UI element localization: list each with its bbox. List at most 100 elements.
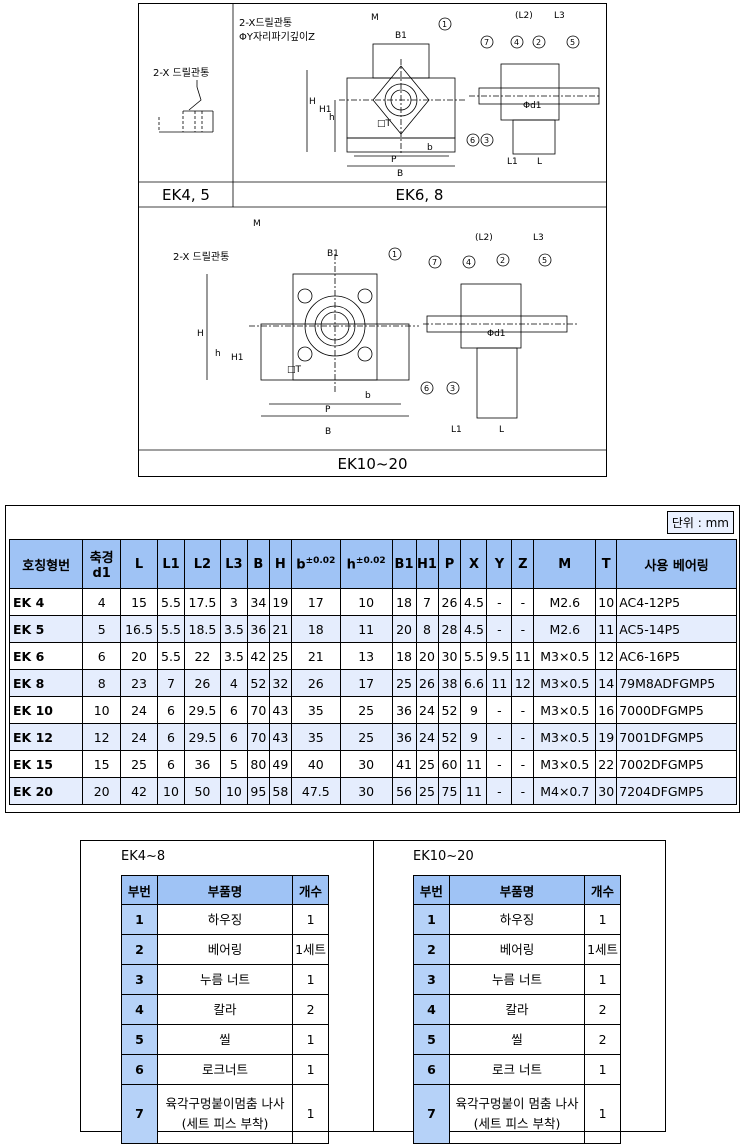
- part-name: 칼라: [448, 994, 586, 1025]
- spec-cell: 30: [339, 750, 393, 778]
- spec-cell: 11: [460, 750, 488, 778]
- parts-header-cell: 부번: [121, 875, 158, 905]
- spec-cell: 36: [391, 696, 417, 724]
- svg-text:b: b: [427, 143, 433, 153]
- svg-text:h: h: [215, 349, 221, 359]
- part-name: 베어링: [448, 934, 586, 965]
- spec-cell: 30: [595, 777, 618, 805]
- svg-text:B1: B1: [395, 31, 407, 41]
- spec-cell: 8: [415, 615, 439, 643]
- svg-text:2-X드릴관통: 2-X드릴관통: [239, 16, 292, 29]
- part-name: 누름 너트: [448, 964, 586, 995]
- spec-cell: 7: [415, 588, 439, 616]
- spec-cell: -: [486, 615, 513, 643]
- spec-cell: 6: [157, 723, 185, 751]
- spec-cell: 25: [120, 750, 158, 778]
- ek68-front-view: 2-X드릴관통 ΦY자리파기깊이Z M B1 □T H H1 h P b B 1: [239, 13, 465, 179]
- svg-text:5: 5: [570, 38, 575, 47]
- svg-text:(L2): (L2): [515, 11, 533, 21]
- spec-cell: 36: [183, 750, 221, 778]
- parts-left-title: EK4~8: [121, 849, 166, 864]
- spec-cell: -: [486, 750, 513, 778]
- spec-cell: 56: [391, 777, 417, 805]
- spec-cell: 20: [82, 777, 122, 805]
- ek45-note: 2-X 드릴관통: [153, 66, 209, 79]
- spec-cell: M3×0.5: [533, 723, 597, 751]
- spec-cell: 18: [391, 588, 417, 616]
- svg-text:L1: L1: [507, 157, 518, 167]
- spec-cell: 41: [391, 750, 417, 778]
- bearing-cell: AC4-12P5: [616, 588, 737, 616]
- spec-cell: 11: [460, 777, 488, 805]
- spec-cell: 36: [391, 723, 417, 751]
- spec-cell: 16: [595, 696, 618, 724]
- spec-cell: 9: [460, 723, 488, 751]
- spec-header-cell: Z: [511, 539, 535, 589]
- spec-header-cell: H1: [415, 539, 439, 589]
- spec-cell: 25: [415, 750, 439, 778]
- spec-cell: 11: [595, 615, 618, 643]
- part-name: 누름 너트: [156, 964, 294, 995]
- spec-cell: M2.6: [533, 615, 597, 643]
- spec-cell: 9.5: [486, 642, 513, 670]
- spec-cell: 12: [511, 669, 535, 697]
- svg-text:□T: □T: [377, 119, 392, 129]
- spec-cell: 24: [415, 723, 439, 751]
- spec-cell: 34: [246, 588, 270, 616]
- svg-text:M: M: [253, 219, 261, 229]
- spec-cell: 38: [437, 669, 462, 697]
- part-quantity: 1세트: [584, 934, 621, 965]
- svg-text:h: h: [329, 113, 335, 123]
- spec-cell: -: [511, 723, 535, 751]
- svg-text:H1: H1: [231, 353, 244, 363]
- spec-cell: 20: [120, 642, 158, 670]
- model-cell: EK 15: [8, 750, 84, 778]
- svg-text:L: L: [499, 425, 504, 435]
- spec-cell: 26: [437, 588, 462, 616]
- spec-cell: 24: [415, 696, 439, 724]
- part-name: 씰: [156, 1024, 294, 1055]
- part-number: 3: [413, 964, 450, 995]
- spec-cell: -: [486, 588, 513, 616]
- part-quantity: 1: [292, 904, 329, 935]
- spec-header-cell: T: [595, 539, 618, 589]
- drawing-frame: 2-X 드릴관통 2-X드릴관통 ΦY자리파기깊이Z M B1 □T: [138, 3, 607, 477]
- spec-header-cell: B: [246, 539, 270, 589]
- spec-cell: 10: [82, 696, 122, 724]
- spec-cell: 4.5: [460, 615, 488, 643]
- part-number: 1: [413, 904, 450, 935]
- part-name: 로크 너트: [448, 1054, 586, 1085]
- spec-cell: 6: [82, 642, 122, 670]
- part-quantity: 2: [584, 994, 621, 1025]
- part-number: 4: [121, 994, 158, 1025]
- spec-cell: 17: [339, 669, 393, 697]
- parts-header-cell: 개수: [584, 875, 621, 905]
- svg-text:□T: □T: [287, 365, 302, 375]
- spec-header-cell: P: [437, 539, 462, 589]
- spec-cell: 4.5: [460, 588, 488, 616]
- spec-cell: 52: [437, 723, 462, 751]
- spec-cell: -: [486, 777, 513, 805]
- part-number: 7: [121, 1084, 158, 1144]
- svg-text:1: 1: [442, 20, 447, 29]
- spec-cell: 60: [437, 750, 462, 778]
- part-number: 7: [413, 1084, 450, 1144]
- spec-cell: 19: [268, 588, 292, 616]
- spec-cell: 10: [339, 588, 393, 616]
- spec-cell: 30: [437, 642, 462, 670]
- spec-cell: 24: [120, 696, 158, 724]
- part-number: 6: [121, 1054, 158, 1085]
- bearing-cell: 79M8ADFGMP5: [616, 669, 737, 697]
